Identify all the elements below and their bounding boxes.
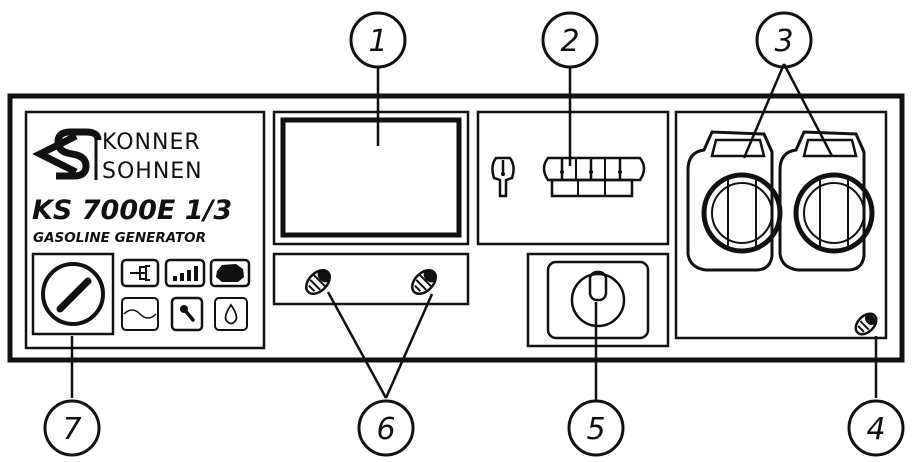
callouts: 1 2 3 4 5 6 7: [43, 11, 905, 457]
brand-line-2: SOHNEN: [102, 159, 203, 184]
callout-7: 7: [43, 399, 101, 457]
svg-text:4: 4: [866, 412, 885, 447]
fuse-right[interactable]: [408, 266, 441, 299]
engine-rotary-switch[interactable]: [570, 270, 626, 328]
plug-icon: [120, 258, 160, 288]
svg-text:2: 2: [560, 24, 579, 59]
ground-terminal[interactable]: [852, 310, 880, 338]
callout-5: 5: [567, 399, 625, 457]
single-breaker[interactable]: [491, 156, 515, 198]
ks-logo-icon: [32, 128, 102, 180]
indicator-lights: [120, 258, 251, 332]
callout-4: 4: [847, 399, 905, 457]
svg-text:5: 5: [586, 412, 605, 447]
svg-text:6: 6: [376, 412, 395, 447]
fuse-panel: [272, 252, 470, 306]
key-switch-knob[interactable]: [41, 262, 105, 326]
circuit-breaker-panel: [476, 110, 670, 246]
fuse-left[interactable]: [302, 266, 335, 299]
oil-drop-icon: [214, 297, 248, 331]
ac-outlet-left[interactable]: [686, 130, 783, 272]
triple-breaker[interactable]: [542, 156, 646, 198]
outlet-panel: [674, 110, 888, 340]
ignition-key-switch[interactable]: [31, 252, 115, 336]
brand-line-1: KONNER: [102, 130, 201, 155]
engine-icon: [209, 258, 251, 288]
ac-outlet-right[interactable]: [778, 130, 875, 272]
engine-switch-panel: [526, 252, 670, 348]
leader-lines: [70, 63, 878, 400]
svg-text:1: 1: [368, 24, 387, 59]
model-name: KS 7000E 1/3: [32, 195, 232, 226]
svg-text:3: 3: [774, 24, 793, 59]
label-panel: KONNER SOHNEN KS 7000E 1/3 GASOLINE GENE…: [24, 110, 266, 350]
wrench-icon: [170, 296, 204, 332]
callout-3: 3: [755, 11, 813, 69]
model-type: GASOLINE GENERATOR: [33, 230, 206, 246]
callout-2: 2: [541, 11, 599, 69]
signal-bars-icon: [164, 258, 206, 288]
callout-6: 6: [357, 399, 415, 457]
callout-1: 1: [349, 11, 407, 69]
control-panel-frame: [7, 93, 905, 363]
sine-wave-icon: [121, 297, 159, 331]
digital-display: [272, 110, 470, 246]
svg-text:7: 7: [62, 412, 81, 447]
